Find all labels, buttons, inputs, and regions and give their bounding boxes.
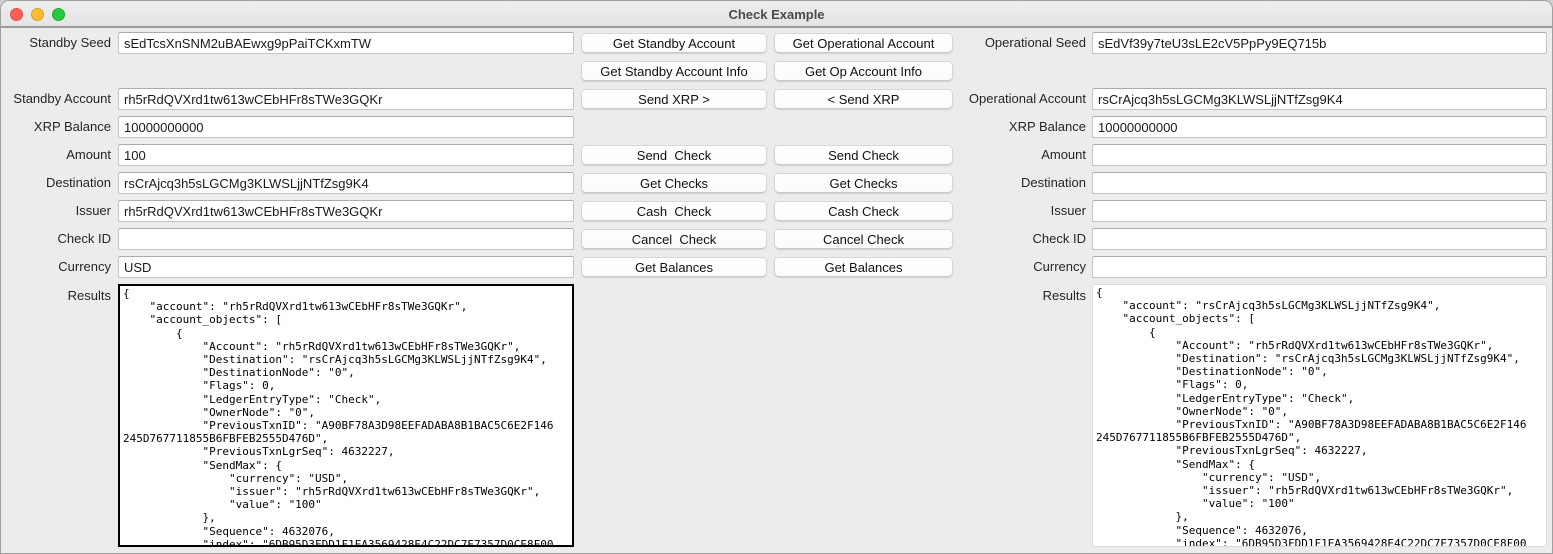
form-area: Standby Seed Get Standby Account Get Ope…: [1, 28, 1552, 547]
standby-destination-label: Destination: [45, 175, 111, 190]
operational-results-textarea[interactable]: { "account": "rsCrAjcq3h5sLGCMg3KLWSLjjN…: [1092, 284, 1547, 547]
row-amount: Amount Send Check Send Check Amount: [1, 144, 1552, 166]
row-destination: Destination Get Checks Get Checks Destin…: [1, 172, 1552, 194]
send-xrp-left-button[interactable]: < Send XRP: [774, 89, 953, 109]
operational-issuer-input[interactable]: [1092, 200, 1547, 222]
operational-results-label: Results: [1042, 288, 1086, 303]
get-operational-account-button[interactable]: Get Operational Account: [774, 33, 953, 53]
minimize-button[interactable]: [31, 8, 44, 21]
operational-get-checks-button[interactable]: Get Checks: [774, 173, 953, 193]
standby-currency-label: Currency: [58, 259, 111, 274]
row-balance: XRP Balance XRP Balance: [1, 116, 1552, 138]
operational-issuer-label: Issuer: [1050, 203, 1086, 218]
row-account-info: Get Standby Account Info Get Op Account …: [1, 60, 1552, 82]
operational-currency-input[interactable]: [1092, 256, 1547, 278]
standby-destination-input[interactable]: [118, 172, 574, 194]
standby-check-id-label: Check ID: [57, 231, 111, 246]
row-currency: Currency Get Balances Get Balances Curre…: [1, 256, 1552, 278]
standby-balance-label: XRP Balance: [33, 119, 111, 134]
get-standby-account-button[interactable]: Get Standby Account: [581, 33, 767, 53]
operational-destination-label: Destination: [1020, 175, 1086, 190]
standby-account-input[interactable]: [118, 88, 574, 110]
operational-seed-label: Operational Seed: [984, 35, 1086, 50]
standby-check-id-input[interactable]: [118, 228, 574, 250]
get-op-account-info-button[interactable]: Get Op Account Info: [774, 61, 953, 81]
operational-account-input[interactable]: [1092, 88, 1547, 110]
standby-issuer-input[interactable]: [118, 200, 574, 222]
close-button[interactable]: [10, 8, 23, 21]
standby-cancel-check-button[interactable]: Cancel Check: [581, 229, 767, 249]
get-standby-account-info-button[interactable]: Get Standby Account Info: [581, 61, 767, 81]
standby-balance-input[interactable]: [118, 116, 574, 138]
operational-cash-check-button[interactable]: Cash Check: [774, 201, 953, 221]
operational-balance-input[interactable]: [1092, 116, 1547, 138]
page-title: Check Example: [728, 7, 825, 22]
standby-seed-input[interactable]: [118, 32, 574, 54]
row-seed: Standby Seed Get Standby Account Get Ope…: [1, 32, 1552, 54]
row-account: Standby Account Send XRP > < Send XRP Op…: [1, 88, 1552, 110]
send-xrp-right-button[interactable]: Send XRP >: [581, 89, 767, 109]
operational-currency-label: Currency: [1033, 259, 1086, 274]
standby-cash-check-button[interactable]: Cash Check: [581, 201, 767, 221]
operational-seed-input[interactable]: [1092, 32, 1547, 54]
operational-amount-label: Amount: [1041, 147, 1086, 162]
standby-get-checks-button[interactable]: Get Checks: [581, 173, 767, 193]
standby-seed-label: Standby Seed: [29, 35, 111, 50]
operational-check-id-label: Check ID: [1032, 231, 1086, 246]
standby-results-label: Results: [67, 288, 111, 303]
standby-currency-input[interactable]: [118, 256, 574, 278]
standby-account-label: Standby Account: [13, 91, 111, 106]
row-results: Results { "account": "rh5rRdQVXrd1tw613w…: [1, 284, 1552, 547]
operational-amount-input[interactable]: [1092, 144, 1547, 166]
operational-account-label: Operational Account: [968, 91, 1086, 106]
standby-amount-label: Amount: [66, 147, 111, 162]
operational-cancel-check-button[interactable]: Cancel Check: [774, 229, 953, 249]
operational-check-id-input[interactable]: [1092, 228, 1547, 250]
operational-get-balances-button[interactable]: Get Balances: [774, 257, 953, 277]
operational-destination-input[interactable]: [1092, 172, 1547, 194]
zoom-button[interactable]: [52, 8, 65, 21]
operational-balance-label: XRP Balance: [1008, 119, 1086, 134]
standby-get-balances-button[interactable]: Get Balances: [581, 257, 767, 277]
operational-send-check-button[interactable]: Send Check: [774, 145, 953, 165]
window-titlebar: Check Example: [1, 1, 1552, 28]
row-check-id: Check ID Cancel Check Cancel Check Check…: [1, 228, 1552, 250]
standby-amount-input[interactable]: [118, 144, 574, 166]
standby-send-check-button[interactable]: Send Check: [581, 145, 767, 165]
window-controls: [10, 8, 65, 21]
row-issuer: Issuer Cash Check Cash Check Issuer: [1, 200, 1552, 222]
standby-issuer-label: Issuer: [75, 203, 111, 218]
standby-results-textarea[interactable]: { "account": "rh5rRdQVXrd1tw613wCEbHFr8s…: [118, 284, 574, 547]
